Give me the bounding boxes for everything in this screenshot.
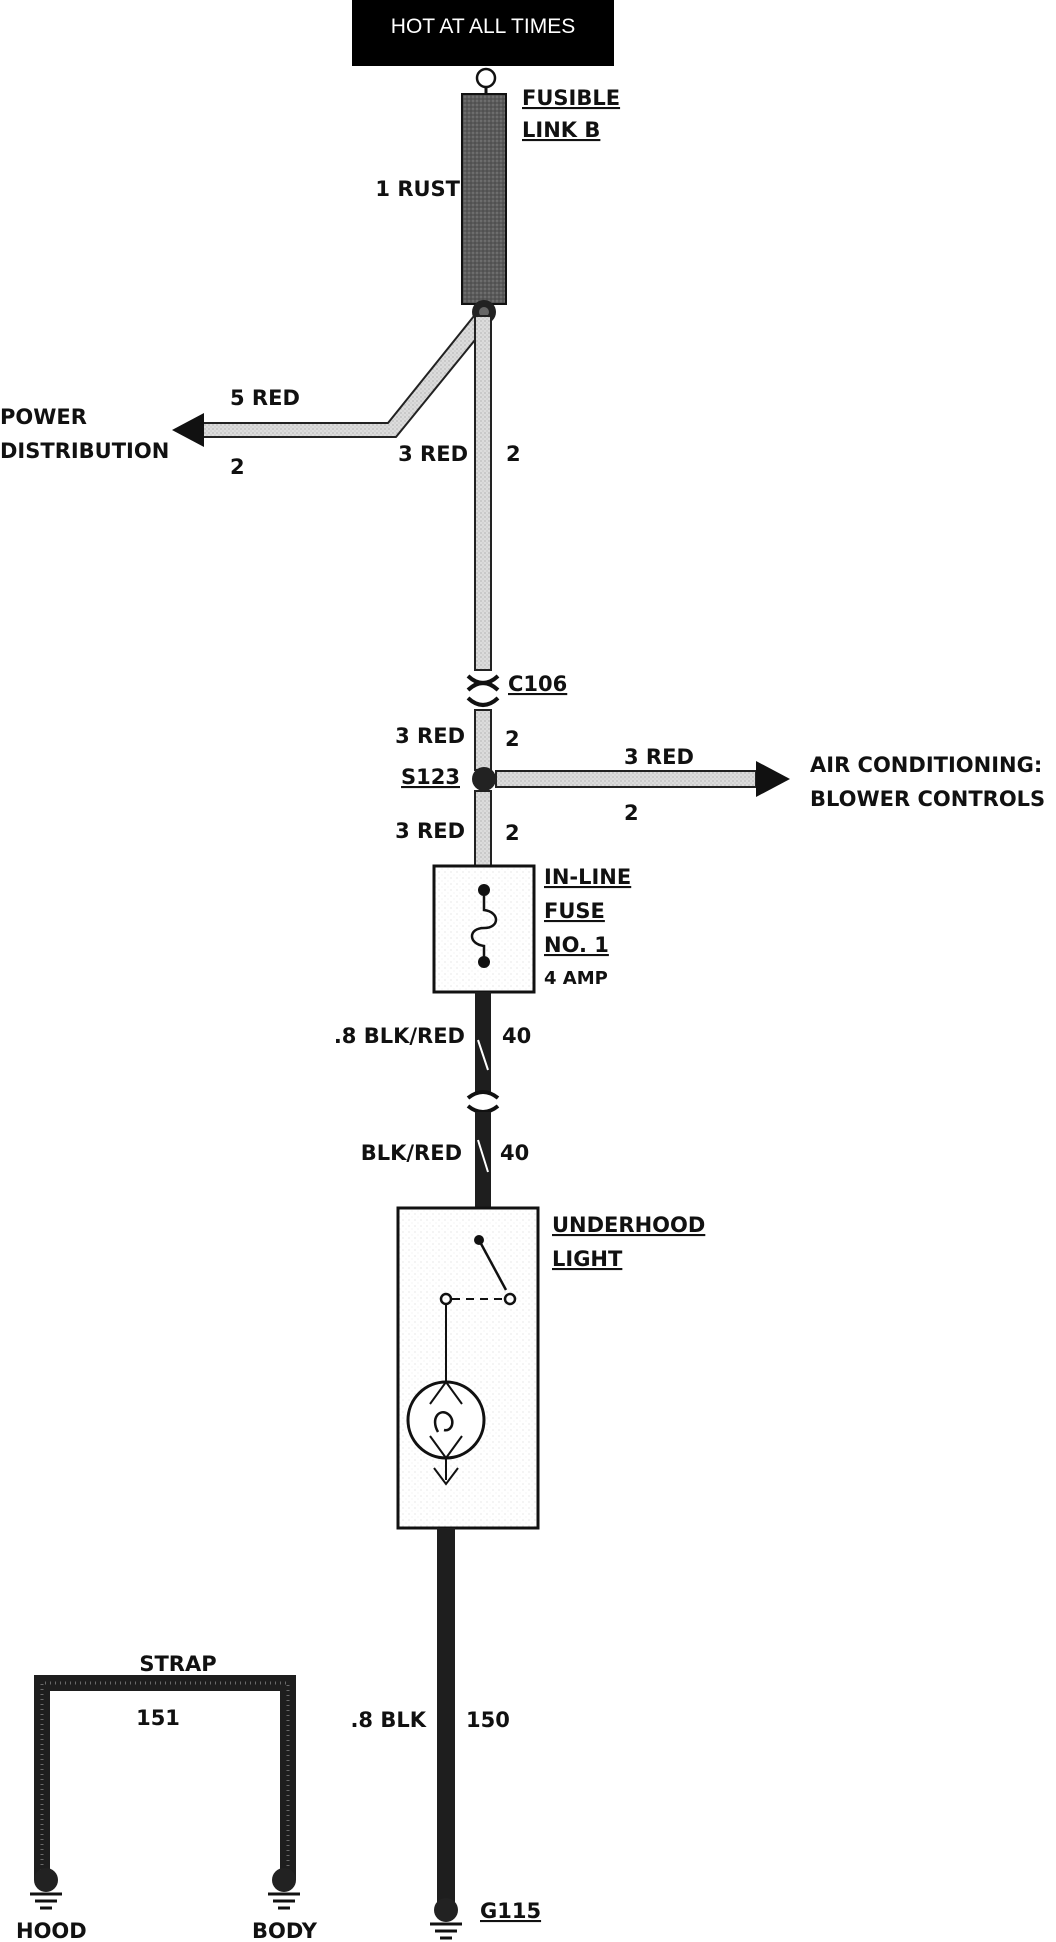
power-distribution-wire-color: 5 RED	[230, 386, 300, 410]
strap-label: STRAP	[139, 1652, 216, 1676]
fuse-rating: 4 AMP	[544, 968, 608, 989]
connector-c106	[466, 674, 500, 707]
wire-c106-color: 3 RED	[395, 724, 465, 748]
fusible-link-wire-label: 1 RUST	[375, 177, 460, 201]
wire-ground-150	[437, 1528, 455, 1908]
ac-wire-color: 3 RED	[624, 745, 694, 769]
ac-label-2: BLOWER CONTROLS	[810, 787, 1045, 811]
wire-main-upper-color: 3 RED	[398, 442, 468, 466]
ac-wire-circuit: 2	[624, 801, 639, 825]
wire-main-upper	[474, 315, 492, 671]
hot-label: HOT AT ALL TIMES	[391, 15, 575, 38]
fuse-label-2: FUSE	[544, 899, 605, 923]
ground-g115-label: G115	[480, 1899, 541, 1923]
wire-ground-color: .8 BLK	[350, 1708, 426, 1732]
power-distribution-wire-circuit: 2	[230, 455, 245, 479]
fuse-label-3: NO. 1	[544, 933, 609, 957]
power-distribution-label-2: DISTRIBUTION	[0, 439, 169, 463]
fuse-label-1: IN-LINE	[544, 865, 631, 889]
wire-power-distribution	[172, 315, 489, 447]
wire-air-conditioning	[495, 761, 790, 797]
wire-ground-circuit: 150	[466, 1708, 510, 1732]
inline-connector	[466, 1090, 500, 1114]
hood-ground-icon	[30, 1868, 62, 1910]
wire-splice-fuse-color: 3 RED	[395, 819, 465, 843]
strap-circuit: 151	[136, 1706, 180, 1730]
wire-splice-fuse-circuit: 2	[505, 821, 520, 845]
wire-splice-to-fuse	[474, 790, 492, 868]
power-distribution-label-1: POWER	[0, 405, 87, 429]
wire-to-light-color: BLK/RED	[361, 1141, 462, 1165]
wire-c106-circuit: 2	[505, 727, 520, 751]
strap-hood-label: HOOD	[16, 1919, 87, 1942]
fusible-link-b	[461, 67, 507, 324]
wire-fuse-out	[475, 992, 491, 1092]
ac-label-1: AIR CONDITIONING:	[810, 753, 1042, 777]
wire-fuse-out-circuit: 40	[502, 1024, 531, 1048]
underhood-light-label-2: LIGHT	[552, 1247, 623, 1271]
fusible-link-label-1: FUSIBLE	[522, 86, 620, 110]
ground-g115-icon	[430, 1898, 462, 1940]
wire-c106-to-splice	[474, 709, 492, 771]
wire-fuse-out-color: .8 BLK/RED	[334, 1024, 465, 1048]
body-ground-icon	[268, 1868, 300, 1910]
fusible-link-label-2: LINK B	[522, 118, 600, 142]
wire-to-light	[475, 1112, 491, 1208]
hot-at-all-times-header: HOT AT ALL TIMES	[352, 0, 614, 66]
underhood-light-label-1: UNDERHOOD	[552, 1213, 705, 1237]
wire-to-light-circuit: 40	[500, 1141, 529, 1165]
strap-151	[34, 1675, 296, 1880]
underhood-light	[396, 1206, 540, 1530]
wire-main-upper-circuit: 2	[506, 442, 521, 466]
connector-c106-label: C106	[508, 672, 567, 696]
splice-s123-label: S123	[401, 765, 460, 789]
strap-body-label: BODY	[252, 1919, 318, 1942]
splice-s123-dot	[472, 767, 496, 791]
in-line-fuse-no-1	[432, 864, 536, 994]
